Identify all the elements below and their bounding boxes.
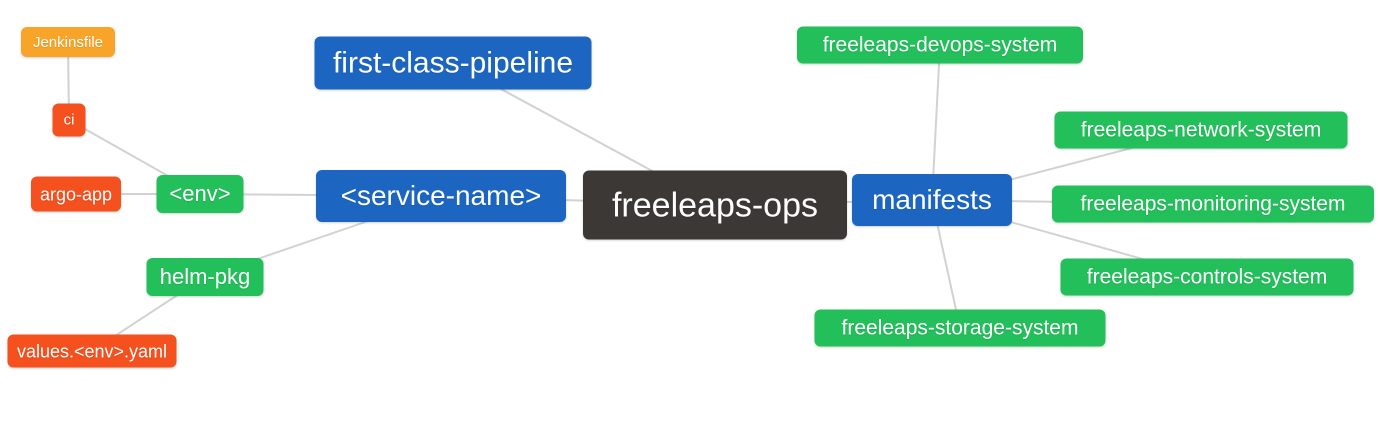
- node-manifests[interactable]: manifests: [852, 174, 1012, 226]
- node-helm-pkg[interactable]: helm-pkg: [146, 258, 264, 296]
- node-freeleaps-ops[interactable]: freeleaps-ops: [583, 170, 847, 240]
- node-freeleaps-storage-system[interactable]: freeleaps-storage-system: [814, 309, 1106, 347]
- node-ci[interactable]: ci: [52, 103, 86, 137]
- node-freeleaps-devops-system[interactable]: freeleaps-devops-system: [797, 26, 1083, 64]
- node-freeleaps-controls-system[interactable]: freeleaps-controls-system: [1060, 258, 1354, 296]
- node-freeleaps-network-system[interactable]: freeleaps-network-system: [1054, 111, 1348, 149]
- node-jenkinsfile[interactable]: Jenkinsfile: [21, 27, 115, 57]
- node-argo-app[interactable]: argo-app: [31, 176, 121, 212]
- node-service-name[interactable]: <service-name>: [316, 170, 566, 222]
- node-env[interactable]: <env>: [156, 175, 244, 213]
- node-freeleaps-monitoring-system[interactable]: freeleaps-monitoring-system: [1052, 185, 1374, 223]
- node-values-env-yaml[interactable]: values.<env>.yaml: [7, 334, 177, 368]
- node-first-class-pipeline[interactable]: first-class-pipeline: [314, 36, 592, 90]
